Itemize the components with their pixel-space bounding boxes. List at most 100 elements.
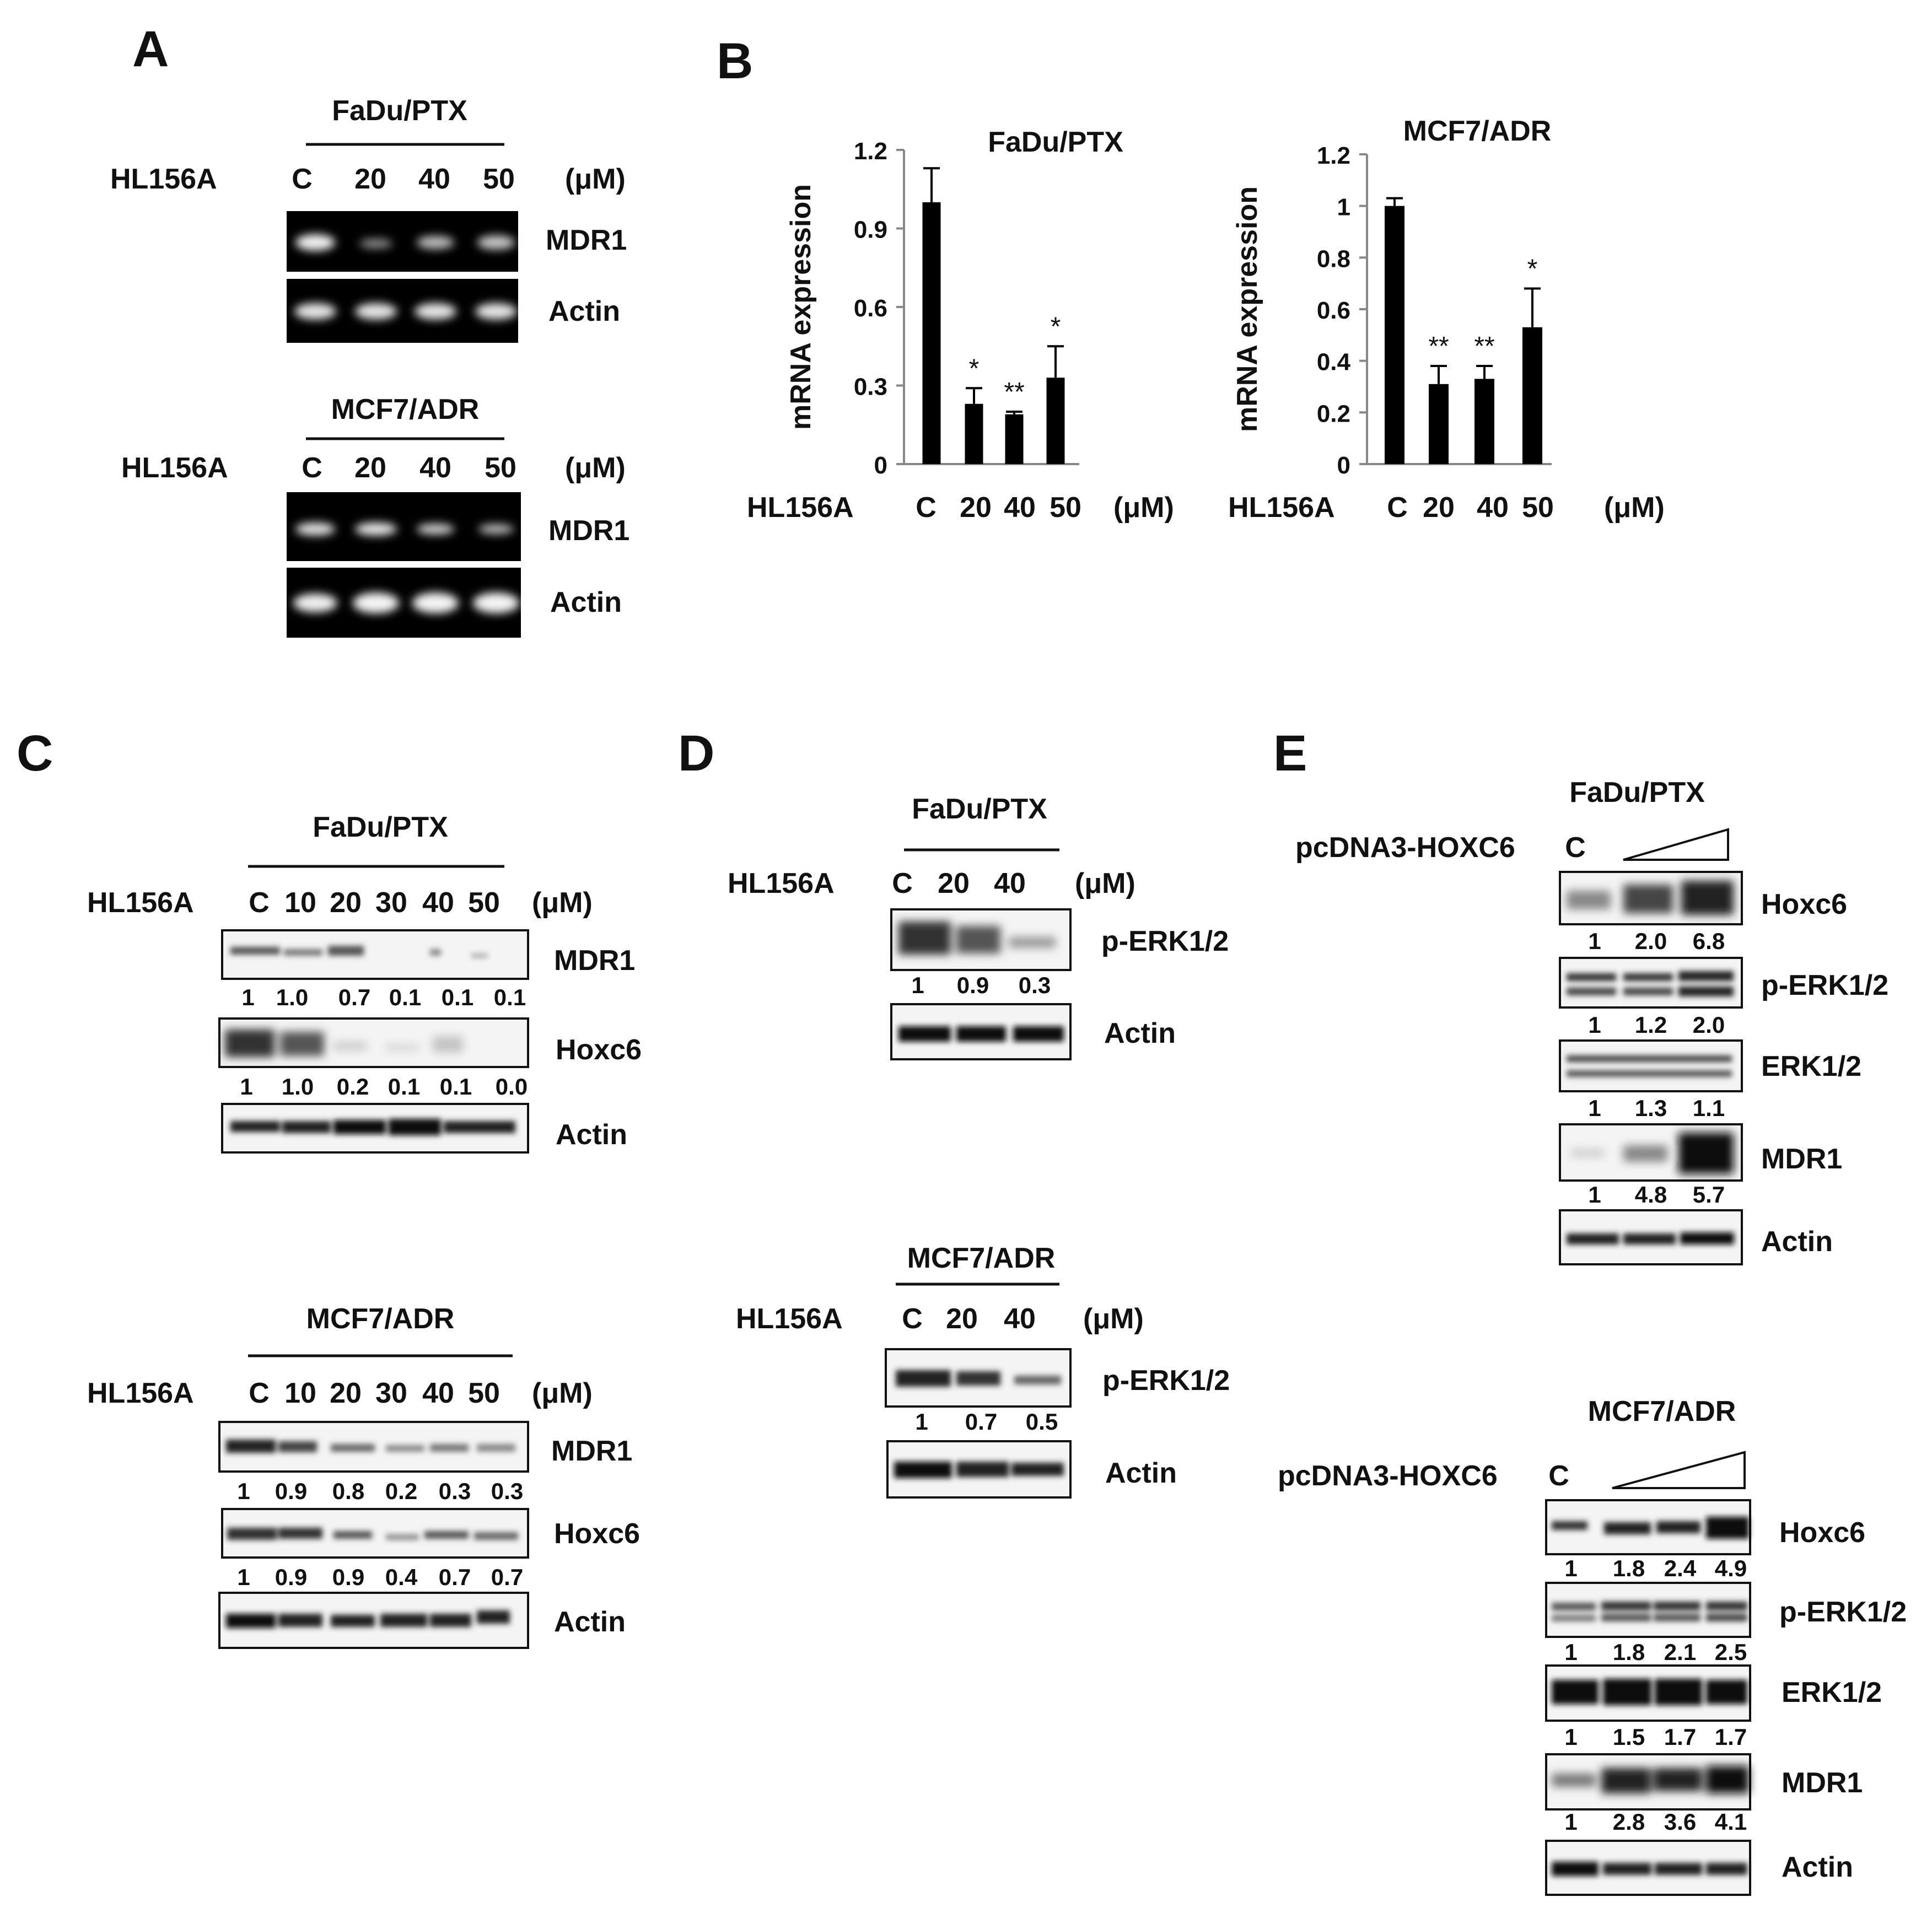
drug-label: HL156A xyxy=(110,163,217,195)
bar xyxy=(1522,327,1542,464)
drug-label: HL156A xyxy=(736,1303,843,1335)
bar xyxy=(1005,414,1024,464)
gel-bands xyxy=(293,592,519,613)
quant-value: 1 xyxy=(1588,928,1601,954)
quant-value: 3.6 xyxy=(1664,1809,1696,1835)
row-label: Hoxc6 xyxy=(554,1518,640,1550)
quant-value: 0.5 xyxy=(1026,1409,1058,1435)
dose-label: C xyxy=(292,163,313,195)
panel-letter-d: D xyxy=(678,725,714,782)
cell-line-label: MCF7/ADR xyxy=(306,1303,455,1335)
blot-bands xyxy=(894,1462,1064,1478)
panel-letter-a: A xyxy=(132,21,169,77)
blot-bands xyxy=(1552,1862,1747,1876)
blot-box-erk xyxy=(1559,1039,1743,1092)
blot-bands xyxy=(1567,971,1734,996)
vector-label: pcDNA3-HOXC6 xyxy=(1278,1460,1498,1492)
panel-e: FaDu/PTX pcDNA3-HOXC6 C Hoxc6 1 2.0 6.8 … xyxy=(1278,777,1907,1896)
blot-bands xyxy=(226,1440,515,1453)
quant-value: 0.1 xyxy=(388,1074,420,1100)
dose-label: 20 xyxy=(938,867,970,899)
y-tick-label: 1.2 xyxy=(854,138,887,165)
bar xyxy=(1385,206,1404,464)
dose-label: 40 xyxy=(418,163,450,195)
quant-value: 0.7 xyxy=(338,984,370,1010)
blot-bands xyxy=(1552,1602,1747,1621)
significance-marker: * xyxy=(1527,255,1538,284)
dose-label: 20 xyxy=(354,452,386,484)
quant-value: 1 xyxy=(1564,1809,1577,1835)
blot-bands xyxy=(1552,1679,1747,1705)
quant-value: 0.8 xyxy=(332,1478,364,1504)
dose-label: 50 xyxy=(468,1377,500,1409)
dose-label: 40 xyxy=(994,867,1026,899)
y-tick-label: 0.8 xyxy=(1317,245,1350,272)
gel-bands xyxy=(295,234,515,251)
row-label: MDR1 xyxy=(551,1435,632,1467)
quant-value: 6.8 xyxy=(1693,928,1725,954)
dose-label: 40 xyxy=(419,452,451,484)
category-label: 40 xyxy=(1004,492,1036,524)
row-label: MDR1 xyxy=(1782,1767,1863,1799)
dose-label: 40 xyxy=(422,887,454,919)
dose-label: C xyxy=(302,452,322,484)
y-tick-label: 0.9 xyxy=(854,217,887,244)
quant-value: 1 xyxy=(240,1074,252,1100)
quant-value: 0.4 xyxy=(385,1564,418,1590)
significance-marker: ** xyxy=(1474,332,1494,361)
dose-label: 20 xyxy=(330,1377,362,1409)
quant-value: 1.1 xyxy=(1693,1095,1725,1121)
quant-value: 1 xyxy=(237,1564,250,1590)
quant-value: 0.9 xyxy=(957,972,989,998)
row-label: p-ERK1/2 xyxy=(1761,969,1888,1001)
blot-bands xyxy=(1567,881,1734,915)
quant-value: 1 xyxy=(1564,1555,1577,1581)
row-label: MDR1 xyxy=(548,515,629,547)
quant-value: 0.9 xyxy=(275,1564,307,1590)
panel-letter-b: B xyxy=(717,33,753,89)
row-label: Actin xyxy=(1105,1457,1177,1489)
blot-box-p-erk xyxy=(1559,957,1743,1009)
row-label: p-ERK1/2 xyxy=(1779,1596,1907,1628)
quant-value: 0.1 xyxy=(440,1074,472,1100)
row-label: MDR1 xyxy=(554,945,635,977)
quant-value: 0.1 xyxy=(442,984,473,1010)
cell-line-label: MCF7/ADR xyxy=(1588,1395,1736,1427)
chart-title: FaDu/PTX xyxy=(988,126,1123,158)
row-label: Actin xyxy=(550,586,622,618)
quant-value: 4.1 xyxy=(1715,1809,1747,1835)
row-label: Actin xyxy=(1782,1851,1853,1883)
significance-marker: * xyxy=(1051,312,1061,341)
blot-bands xyxy=(1571,1133,1734,1174)
unit-label: (μM) xyxy=(532,1377,593,1409)
y-tick-label: 0.4 xyxy=(1317,349,1351,376)
dose-gradient-triangle xyxy=(1623,828,1729,861)
vector-label: pcDNA3-HOXC6 xyxy=(1295,832,1515,864)
drug-label: HL156A xyxy=(121,452,228,484)
y-tick-label: 1 xyxy=(1337,194,1350,221)
quant-value: 0.1 xyxy=(494,984,526,1010)
quant-value: 1 xyxy=(1564,1724,1577,1750)
dose-label: 30 xyxy=(375,887,407,919)
quant-value: 2.1 xyxy=(1664,1639,1696,1665)
category-label: C xyxy=(916,492,937,524)
dose-label: 50 xyxy=(483,163,515,195)
quant-value: 1 xyxy=(1564,1639,1577,1665)
cell-line-label: MCF7/ADR xyxy=(907,1242,1056,1274)
quant-value: 1.0 xyxy=(276,984,308,1010)
quant-value: 1 xyxy=(1588,1012,1601,1038)
dose-label: C xyxy=(249,887,270,919)
y-tick-label: 0 xyxy=(1337,452,1350,479)
blot-bands xyxy=(898,922,1056,955)
panel-c: FaDu/PTX HL156A C 10 20 30 40 50 (μM) MD… xyxy=(87,811,642,1649)
category-label: 20 xyxy=(1423,492,1455,524)
dose-label: C xyxy=(892,867,913,899)
quant-value: 2.5 xyxy=(1715,1639,1747,1665)
quant-value: 1 xyxy=(1588,1095,1601,1121)
drug-label: HL156A xyxy=(728,867,835,899)
quant-value: 0.2 xyxy=(385,1478,417,1504)
cell-line-label: FaDu/PTX xyxy=(1569,777,1705,809)
row-label: Actin xyxy=(1104,1017,1176,1049)
quant-value: 2.0 xyxy=(1635,928,1667,954)
blot-bands xyxy=(1552,1517,1749,1539)
